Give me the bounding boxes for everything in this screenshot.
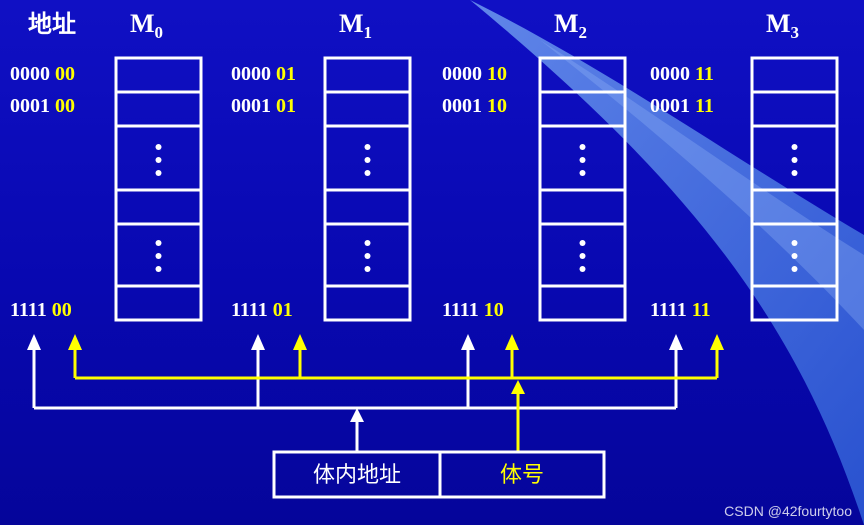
ellipsis-dot [364, 144, 371, 150]
address-row: 0001 01 [231, 95, 296, 117]
address-row: 1111 11 [650, 299, 711, 321]
address-high-bits: 0000 [650, 63, 695, 85]
arrowhead-yellow-m2 [505, 334, 519, 350]
address-row: 0000 11 [650, 63, 714, 85]
ellipsis-dot [155, 266, 162, 272]
inner-address-field: 体内地址 [313, 463, 401, 488]
arrowhead-white-feed [350, 408, 364, 422]
bank-number-field: 体号 [500, 463, 544, 488]
ellipsis-dot [579, 144, 586, 150]
ellipsis-dot [791, 240, 798, 246]
ellipsis-dot [579, 253, 586, 259]
module-label: M0 [130, 9, 163, 42]
ellipsis-dot [364, 253, 371, 259]
arrowhead-yellow-m0 [68, 334, 82, 350]
ellipsis-dot [364, 240, 371, 246]
arrowhead-yellow-m1 [293, 334, 307, 350]
ellipsis-dot [364, 157, 371, 163]
address-high-bits: 0001 [10, 95, 55, 117]
arrowhead-yellow-feed [511, 380, 525, 394]
arrowhead-white-m2 [461, 334, 475, 350]
address-high-bits: 0001 [650, 95, 695, 117]
ellipsis-dot [791, 157, 798, 163]
ellipsis-dot [579, 170, 586, 176]
module-label: M1 [339, 9, 372, 42]
address-row: 0000 01 [231, 63, 296, 85]
address-bank-bits: 11 [695, 95, 714, 117]
address-high-bits: 1111 [10, 299, 52, 321]
arrowhead-white-m0 [27, 334, 41, 350]
address-bank-bits: 00 [52, 299, 72, 321]
ellipsis-dot [791, 170, 798, 176]
yellow-arrowheads [68, 334, 724, 394]
ellipsis-dot [155, 157, 162, 163]
ellipsis-dot [579, 266, 586, 272]
address-high-bits: 0001 [442, 95, 487, 117]
address-row: 1111 00 [10, 299, 72, 321]
address-row: 0001 11 [650, 95, 714, 117]
address-bank-bits: 10 [487, 63, 507, 85]
watermark: CSDN @42fourtytoo [724, 503, 852, 519]
address-high-bits: 0000 [231, 63, 276, 85]
module-label-sub: 3 [791, 23, 800, 42]
ellipsis-dot [364, 170, 371, 176]
address-high-bits: 0000 [442, 63, 487, 85]
address-row: 0000 00 [10, 63, 75, 85]
ellipsis-dot [791, 144, 798, 150]
address-bank-bits: 00 [55, 63, 75, 85]
address-high-bits: 0000 [10, 63, 55, 85]
address-bank-bits: 01 [276, 63, 296, 85]
ellipsis-dot [579, 240, 586, 246]
module-label-name: M [766, 9, 791, 38]
address-row: 1111 01 [231, 299, 293, 321]
module-label-name: M [339, 9, 364, 38]
address-high-bits: 1111 [650, 299, 692, 321]
address-row: 0000 10 [442, 63, 507, 85]
ellipsis-dot [791, 266, 798, 272]
address-bank-bits: 11 [692, 299, 711, 321]
module-label-sub: 1 [364, 23, 373, 42]
module-label-sub: 0 [155, 23, 164, 42]
yellow-bank-bus [73, 346, 719, 452]
ellipsis-dot [364, 266, 371, 272]
ellipsis-dot [579, 157, 586, 163]
module-label: M2 [554, 9, 587, 42]
address-bank-bits: 01 [276, 95, 296, 117]
address-header: 地址 [28, 10, 76, 38]
ellipsis-dot [155, 144, 162, 150]
address-bank-bits: 01 [273, 299, 293, 321]
module-label-name: M [130, 9, 155, 38]
address-high-bits: 1111 [231, 299, 273, 321]
module-label: M3 [766, 9, 799, 42]
arrowhead-white-m3 [669, 334, 683, 350]
arrowhead-yellow-m3 [710, 334, 724, 350]
ellipsis-dot [155, 253, 162, 259]
address-high-bits: 1111 [442, 299, 484, 321]
background-swoosh [470, 0, 864, 525]
address-bank-bits: 00 [55, 95, 75, 117]
ellipsis-dot [155, 170, 162, 176]
arrowhead-white-m1 [251, 334, 265, 350]
address-bank-bits: 10 [484, 299, 504, 321]
ellipsis-dot [155, 240, 162, 246]
address-bank-bits: 10 [487, 95, 507, 117]
module-label-name: M [554, 9, 579, 38]
ellipsis-dot [791, 253, 798, 259]
address-row: 0001 00 [10, 95, 75, 117]
module-label-sub: 2 [579, 23, 588, 42]
white-address-bus [32, 346, 678, 452]
address-high-bits: 0001 [231, 95, 276, 117]
address-bank-bits: 11 [695, 63, 714, 85]
address-register: 体内地址 体号 [272, 450, 606, 499]
white-arrowheads [27, 334, 683, 422]
address-row: 1111 10 [442, 299, 504, 321]
address-row: 0001 10 [442, 95, 507, 117]
